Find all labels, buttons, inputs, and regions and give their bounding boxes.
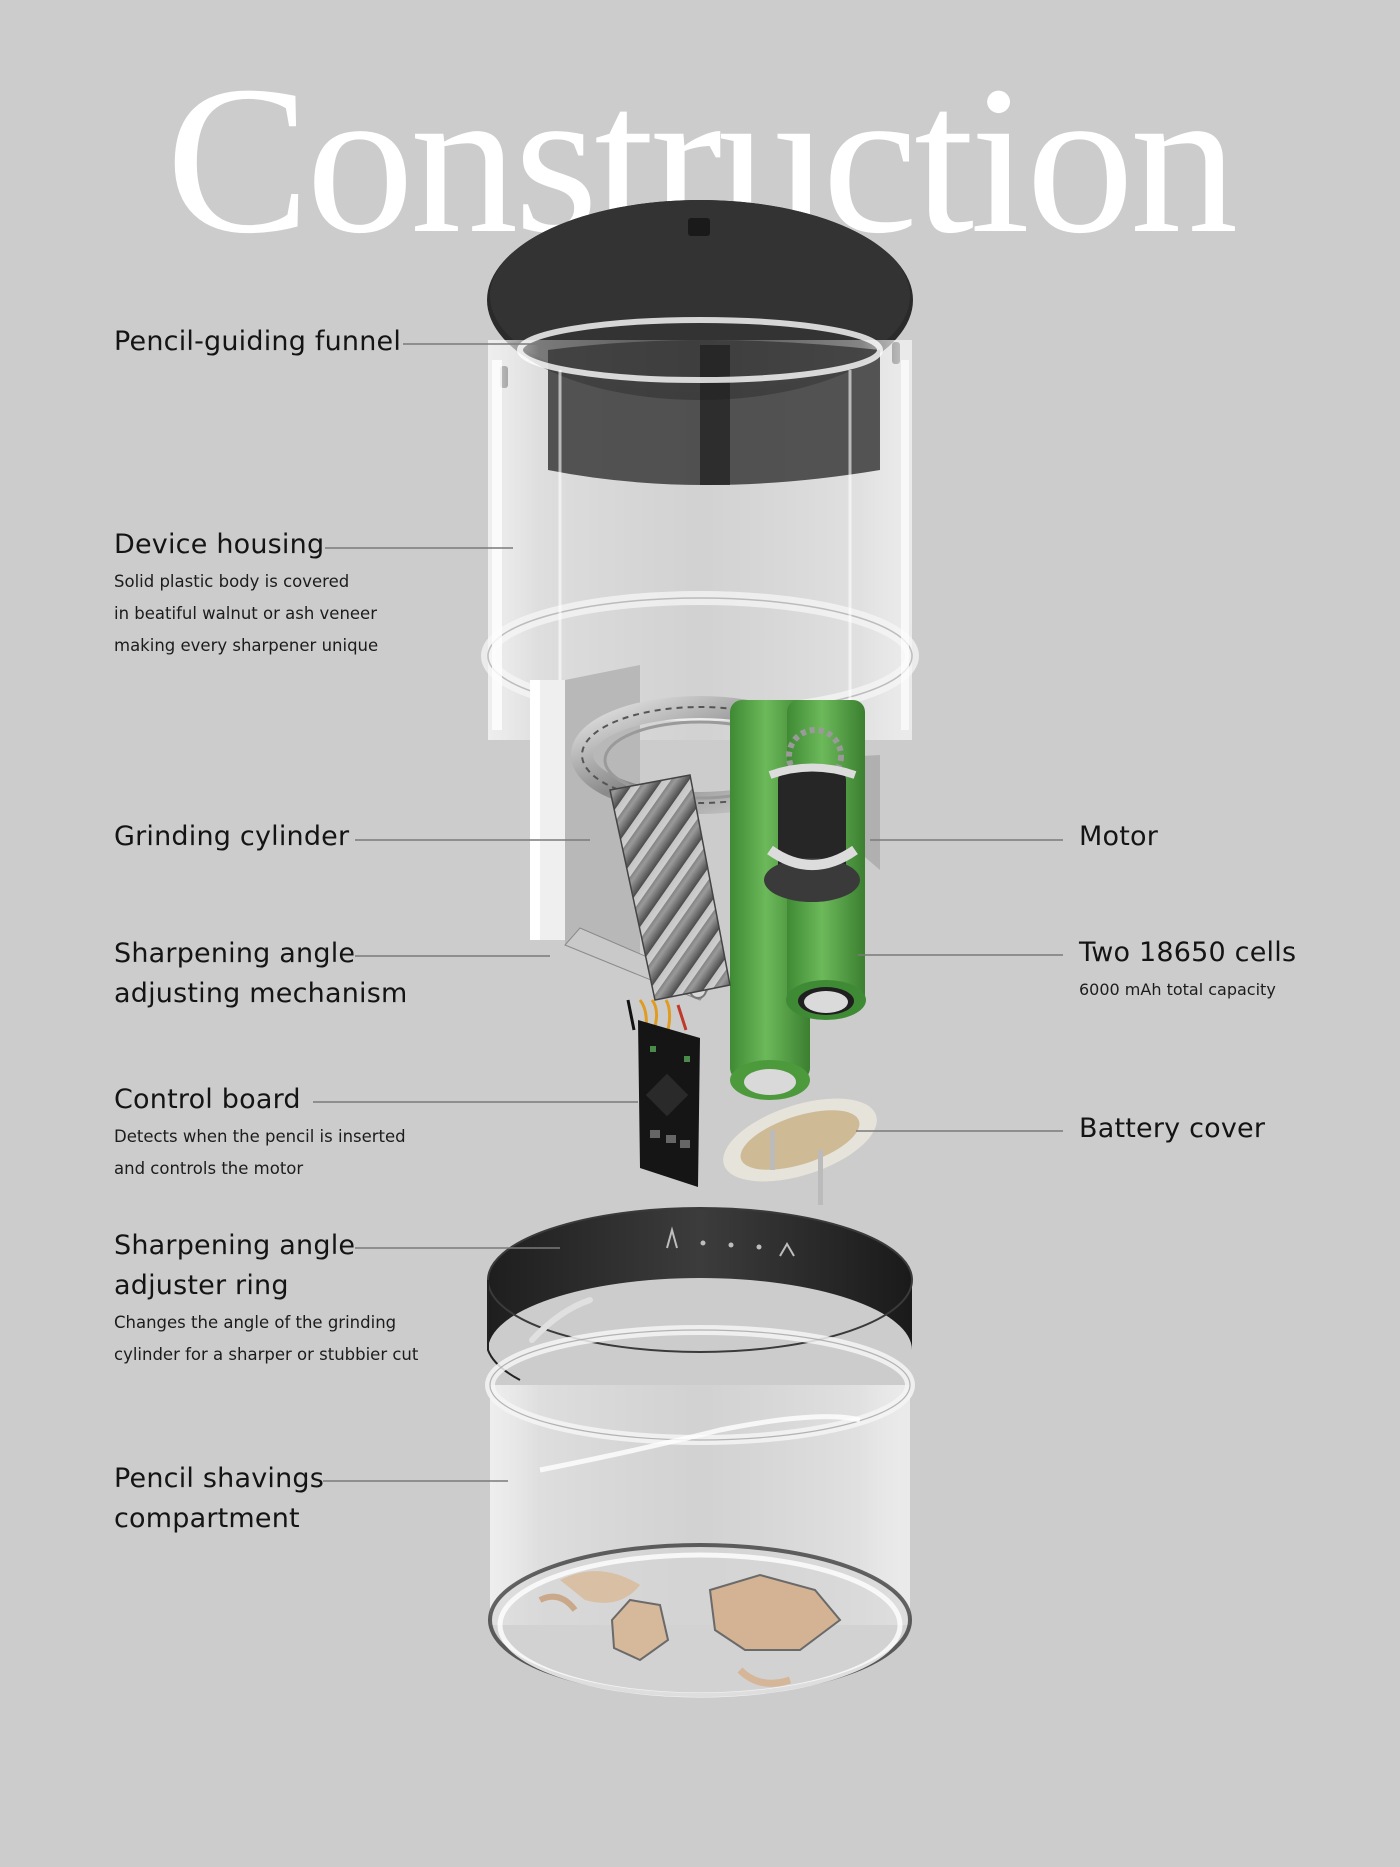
label-cells: Two 18650 cells 6000 mAh total capacity	[1079, 933, 1296, 1005]
label-battery-cover: Battery cover	[1079, 1109, 1265, 1149]
label-motor-name: Motor	[1079, 821, 1159, 852]
sharp-angle-icon	[666, 1226, 678, 1249]
label-grinding-name: Grinding cylinder	[114, 821, 350, 852]
control-board	[626, 999, 700, 1187]
label-mechanism: Sharpening angle adjusting mechanism	[114, 934, 407, 1014]
label-cells-name: Two 18650 cells	[1079, 937, 1297, 968]
label-ring-desc-2: cylinder for a sharper or stubbier cut	[114, 1345, 419, 1364]
shavings-compartment	[485, 1325, 915, 1698]
label-compartment: Pencil shavings compartment	[114, 1459, 324, 1539]
label-ring-name-1: Sharpening angle	[114, 1230, 356, 1261]
label-funnel-name: Pencil-guiding funnel	[114, 326, 402, 357]
battery-cover	[723, 1098, 877, 1205]
label-housing-desc-3: making every sharpener unique	[114, 636, 379, 655]
label-housing-desc-1: Solid plastic body is covered	[114, 572, 350, 591]
label-control-desc-2: and controls the motor	[114, 1159, 304, 1178]
label-control: Control board Detects when the pencil is…	[114, 1080, 406, 1184]
label-housing: Device housing Solid plastic body is cov…	[114, 525, 378, 661]
label-funnel: Pencil-guiding funnel	[114, 322, 401, 362]
label-motor: Motor	[1079, 817, 1158, 857]
label-mechanism-name-2: adjusting mechanism	[114, 978, 408, 1009]
label-mechanism-name-1: Sharpening angle	[114, 938, 356, 969]
label-battery-cover-name: Battery cover	[1079, 1113, 1266, 1144]
label-control-name: Control board	[114, 1084, 301, 1115]
label-grinding: Grinding cylinder	[114, 817, 349, 857]
label-compartment-name-1: Pencil shavings	[114, 1463, 324, 1494]
label-ring: Sharpening angle adjuster ring Changes t…	[114, 1226, 418, 1370]
ring-markings	[666, 1226, 795, 1257]
label-compartment-name-2: compartment	[114, 1503, 300, 1534]
label-housing-name: Device housing	[114, 529, 325, 560]
motor-part	[764, 727, 860, 902]
label-ring-name-2: adjuster ring	[114, 1270, 289, 1301]
label-ring-desc-1: Changes the angle of the grinding	[114, 1313, 397, 1332]
grinding-cylinder	[609, 774, 731, 1001]
label-control-desc-1: Detects when the pencil is inserted	[114, 1127, 406, 1146]
adjuster-ring	[487, 1207, 913, 1381]
label-cells-desc: 6000 mAh total capacity	[1079, 980, 1276, 999]
blunt-angle-icon	[779, 1242, 795, 1257]
label-housing-desc-2: in beatiful walnut or ash veneer	[114, 604, 377, 623]
